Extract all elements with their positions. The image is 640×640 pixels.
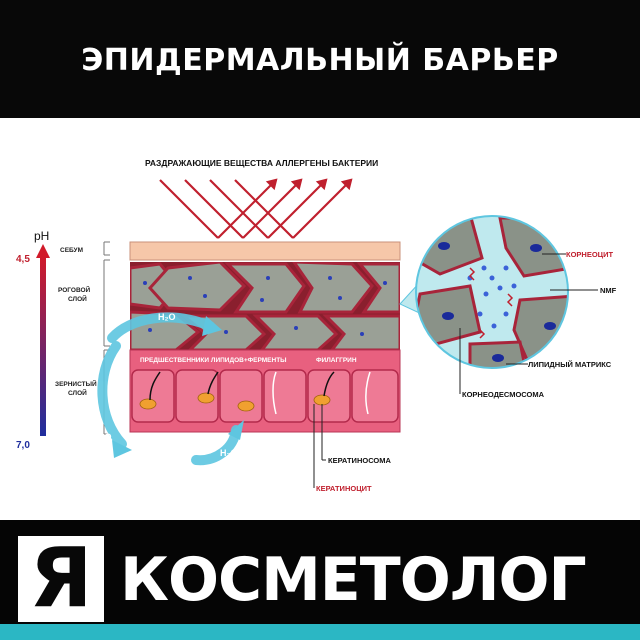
ph-top-value: 4,5 [16, 254, 30, 265]
horny-dots [143, 276, 387, 336]
nuclei [139, 392, 331, 412]
header-bar: ЭПИДЕРМАЛЬНЫЙ БАРЬЕР [0, 0, 640, 118]
footer-bar [0, 520, 640, 640]
h2o-top: H₂O [158, 312, 176, 322]
label-nmf: NMF [600, 286, 617, 295]
irritant-arrows [159, 178, 353, 239]
epidermal-barrier-diagram: РАЗДРАЖАЮЩИЕ ВЕЩЕСТВА АЛЛЕРГЕНЫ БАКТЕРИИ… [0, 118, 640, 520]
diagram-canvas: РАЗДРАЖАЮЩИЕ ВЕЩЕСТВА АЛЛЕРГЕНЫ БАКТЕРИИ… [16, 158, 617, 493]
precursors-label: ПРЕДШЕСТВЕННИКИ ЛИПИДОВ+ФЕРМЕНТЫ [140, 357, 287, 364]
skin-cross-section: ПРЕДШЕСТВЕННИКИ ЛИПИДОВ+ФЕРМЕНТЫ ФИЛАГГР… [129, 241, 401, 433]
water-arrowheads [112, 316, 244, 458]
ph-bottom-value: 7,0 [16, 440, 30, 451]
callout-lines [313, 253, 598, 488]
label-keratinocyte: КЕРАТИНОЦИТ [316, 484, 372, 493]
ph-scale: pH 4,5 7,0 [16, 229, 50, 451]
ph-label: pH [34, 229, 49, 243]
label-lipid-matrix: ЛИПИДНЫЙ МАТРИКС [528, 360, 612, 369]
layer-granular-2: СЛОЙ [68, 388, 87, 397]
label-corneocyte: КОРНЕОЦИТ [566, 250, 614, 259]
footer-accent-stripe [0, 624, 640, 640]
secretion-arrows [149, 371, 371, 415]
layer-horny-2: СЛОЙ [68, 294, 87, 303]
page-title: ЭПИДЕРМАЛЬНЫЙ БАРЬЕР [81, 42, 559, 78]
layer-granular-1: ЗЕРНИСТЫЙ [55, 379, 97, 388]
layer-horny-1: РОГОВОЙ [58, 285, 91, 294]
logo: Я [18, 536, 104, 622]
filaggrin-label: ФИЛАГГРИН [316, 357, 357, 364]
label-corneodesmosome: КОРНЕОДЕСМОСОМА [462, 390, 545, 399]
label-keratinosome: КЕРАТИНОСОМА [328, 456, 391, 465]
layer-sebum: СЕБУМ [60, 247, 83, 254]
irritants-label: РАЗДРАЖАЮЩИЕ ВЕЩЕСТВА АЛЛЕРГЕНЫ БАКТЕРИИ [145, 158, 378, 168]
zoom-circle [415, 215, 569, 369]
keratinocytes [131, 369, 399, 423]
brand-name: КОСМЕТОЛОГ [120, 545, 587, 615]
h2o-left: H₂O [94, 432, 112, 442]
h2o-bottom: H₂O [220, 448, 238, 458]
logo-letter: Я [29, 531, 93, 626]
